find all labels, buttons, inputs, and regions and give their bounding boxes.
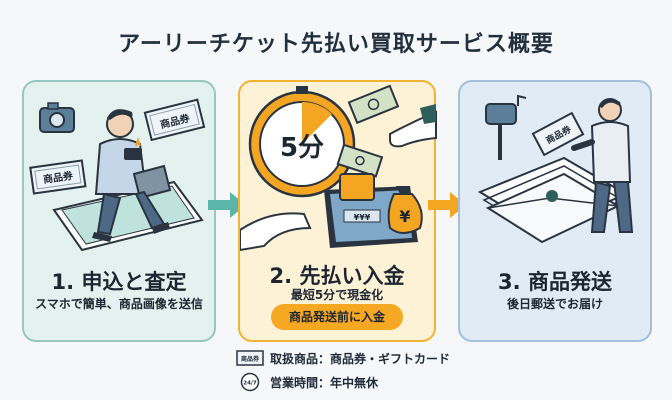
page-title: アーリーチケット先払い買取サービス概要 [118, 32, 554, 57]
mail-envelope-icon: 商品券 [477, 94, 634, 244]
step-subtitle: 後日郵送でお届け [506, 297, 603, 311]
step-title: 1. 申込と査定 [51, 270, 187, 294]
info-hours: 24/7 営業時間：年中無休 [236, 372, 378, 392]
ticket-icon: 商品券 [236, 348, 264, 368]
status-badge: 商品発送前に入金 [271, 304, 403, 330]
info-text: 営業時間：年中無休 [270, 375, 379, 390]
ticket-icon-text: 商品券 [241, 355, 260, 363]
step-subtitle: 最短5分で現金化 [290, 288, 384, 302]
arrow-right-icon [208, 192, 246, 218]
person-smartphone-icon: 商品券 商品券 [29, 98, 206, 252]
bag-label: ¥ [399, 207, 410, 226]
clock-icon-text: 24/7 [243, 381, 257, 387]
step-title: 2. 先払い入金 [269, 264, 405, 288]
step-title: 3. 商品発送 [498, 270, 612, 294]
ticket-label: 商品券 [42, 169, 75, 186]
arrow-right-icon [428, 192, 466, 218]
timer-label: 5分 [280, 133, 324, 163]
step-card-prepayment: 5分 ¥¥¥ ¥ 2. 先払い入金 最短5分で現金化 商品発送前に入金 [238, 80, 437, 342]
step-subtitle: スマホで簡単、商品画像を送信 [35, 297, 203, 311]
stopwatch-payment-icon: 5分 ¥¥¥ ¥ [240, 84, 437, 252]
info-products: 商品券 取扱商品：商品券・ギフトカード [236, 348, 450, 368]
clock-24-7-icon: 24/7 [236, 372, 264, 392]
card-label: ¥¥¥ [354, 213, 371, 222]
step-card-apply: 商品券 商品券 1. 申込と査定 スマホで簡単、商品画像を送信 [22, 80, 216, 342]
step-card-shipping: 商品券 3. 商品発送 後日郵送でお届け [458, 80, 652, 342]
info-text: 取扱商品：商品券・ギフトカード [270, 351, 451, 366]
